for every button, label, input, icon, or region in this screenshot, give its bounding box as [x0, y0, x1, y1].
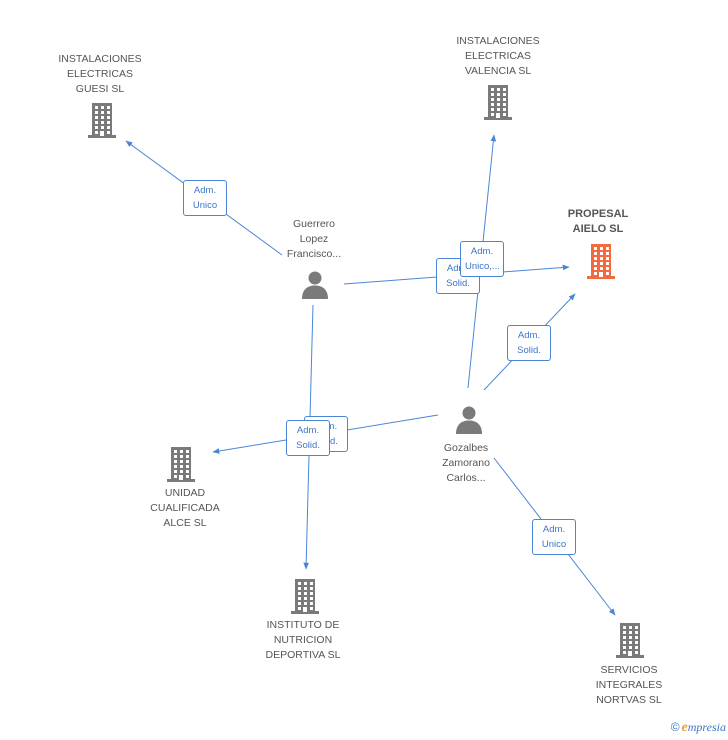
edge-label-guerrero-propesal[interactable]: Adm. Solid.	[436, 258, 480, 294]
node-label-valencia[interactable]: INSTALACIONES ELECTRICAS VALENCIA SL	[456, 34, 540, 77]
edge-label-gozalbes-alce[interactable]: Adm. Solid.	[286, 420, 330, 456]
node-label-alce[interactable]: UNIDAD CUALIFICADA ALCE SL	[150, 486, 220, 529]
person-icon[interactable]	[454, 405, 484, 440]
node-label-guerrero[interactable]: Guerrero Lopez Francisco...	[286, 217, 342, 260]
node-label-propesal[interactable]: PROPESAL AIELO SL	[567, 208, 629, 235]
building-icon[interactable]	[585, 243, 617, 284]
edge-label-gozalbes-propesal[interactable]: Adm. Solid.	[507, 325, 551, 361]
edge-label-gozalbes-valencia[interactable]: Adm. Unico,...	[460, 241, 504, 277]
brand-logo-initial: e	[681, 720, 688, 735]
building-icon[interactable]	[86, 102, 118, 143]
person-icon[interactable]	[300, 270, 330, 305]
building-icon[interactable]	[165, 446, 197, 487]
node-label-guesi[interactable]: INSTALACIONES ELECTRICAS GUESI SL	[58, 52, 142, 95]
copyright-symbol: ©	[670, 720, 680, 734]
edge-label-guerrero-guesi[interactable]: Adm. Unico	[183, 180, 227, 216]
building-icon[interactable]	[289, 578, 321, 619]
edge-label-gozalbes-nortvas[interactable]: Adm. Unico	[532, 519, 576, 555]
building-icon[interactable]	[482, 84, 514, 125]
empresia-footer[interactable]: ©empresia	[671, 720, 726, 736]
node-label-nortvas[interactable]: SERVICIOS INTEGRALES NORTVAS SL	[595, 663, 663, 706]
brand-logo-text: mpresia	[687, 720, 726, 734]
node-label-instituto[interactable]: INSTITUTO DE NUTRICION DEPORTIVA SL	[265, 618, 341, 661]
node-label-gozalbes[interactable]: Gozalbes Zamorano Carlos...	[442, 441, 490, 484]
building-icon[interactable]	[614, 622, 646, 663]
